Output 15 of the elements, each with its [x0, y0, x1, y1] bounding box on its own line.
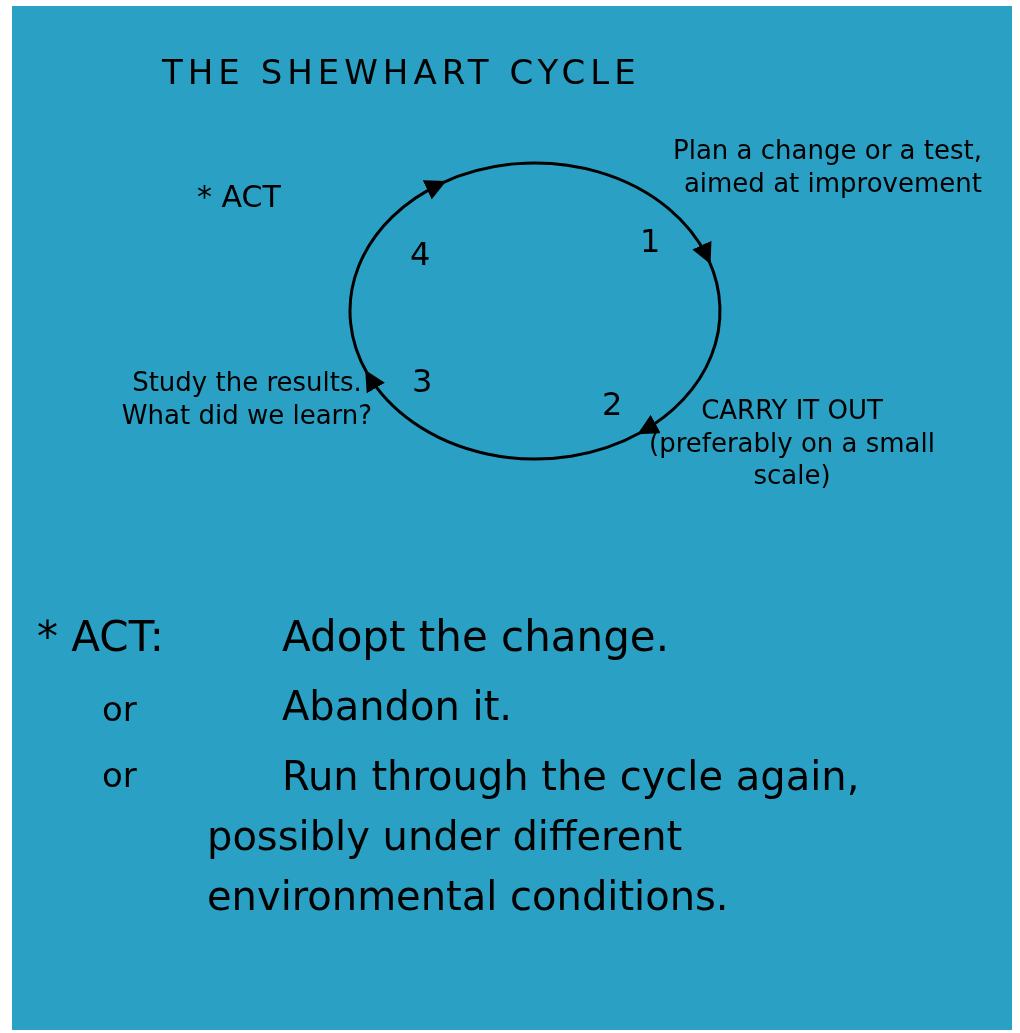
step-label: * ACT — [197, 178, 281, 216]
step-number: 2 — [602, 384, 623, 424]
step-number: 3 — [412, 361, 433, 401]
note-text: or — [102, 688, 137, 731]
note-text: or — [102, 754, 137, 797]
step-number: 4 — [410, 234, 431, 274]
title: THE SHEWHART CYCLE — [162, 51, 642, 94]
step-description: Plan a change or a test, aimed at improvement — [672, 134, 982, 199]
step-description: CARRY IT OUT (preferably on a small scale) — [648, 394, 936, 492]
step-number: 1 — [640, 221, 661, 261]
note-text: Abandon it. — [282, 682, 513, 731]
note-heading: * ACT: — [37, 611, 164, 663]
note-text: Run through the cycle again, possibly under different environmental conditions. — [207, 752, 861, 921]
note-text: Adopt the change. — [282, 611, 670, 663]
step-description: Study the results. What did we learn? — [120, 366, 374, 431]
